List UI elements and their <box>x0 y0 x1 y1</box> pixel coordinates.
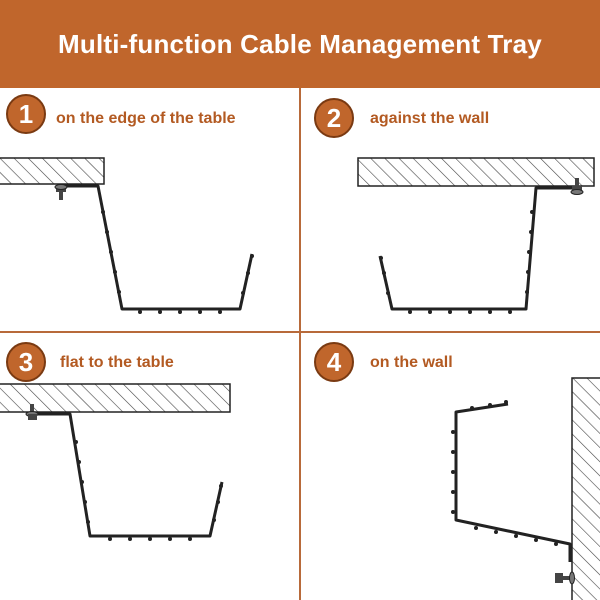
screw-icon <box>555 571 575 585</box>
step-badge-4: 4 <box>314 342 354 382</box>
step-label-2: against the wall <box>370 110 490 127</box>
tray-mounting-holes <box>74 440 223 541</box>
panel-on-the-wall: 4 on the wall <box>300 332 600 600</box>
step-badge-2: 2 <box>314 98 354 138</box>
tray-flat-to-table-illustration <box>0 383 231 541</box>
panel-divider-horizontal <box>0 331 600 333</box>
tray-edge-of-table-illustration <box>0 157 254 314</box>
screw-icon <box>25 404 39 420</box>
tray-against-wall-illustration <box>357 157 595 314</box>
wall <box>571 377 600 600</box>
tray-on-wall-illustration <box>451 377 600 600</box>
screw-icon <box>54 184 68 200</box>
tray-mounting-holes <box>101 210 254 314</box>
step-label-3: flat to the table <box>60 354 174 371</box>
panel-edge-of-table: 1 on the edge of the table <box>0 88 300 332</box>
page-title: Multi-function Cable Management Tray <box>58 28 542 59</box>
title-banner: Multi-function Cable Management Tray <box>0 0 600 88</box>
panel-against-the-wall: 2 against the wall <box>300 88 600 332</box>
table-top <box>0 383 231 413</box>
tray-mounting-holes <box>379 210 534 314</box>
step-label-1: on the edge of the table <box>56 110 236 127</box>
screw-icon <box>570 178 584 195</box>
tray-outline <box>58 184 254 311</box>
table-top <box>357 157 595 187</box>
panel-flat-to-table: 3 flat to the table <box>0 332 300 600</box>
panel-divider-vertical <box>299 88 301 600</box>
step-label-4: on the wall <box>370 354 453 371</box>
tray-mounting-holes <box>451 400 558 546</box>
table-top <box>0 157 105 185</box>
tray-outline <box>454 402 572 562</box>
tray-outline <box>30 412 224 538</box>
tray-outline <box>378 186 580 311</box>
step-badge-1: 1 <box>6 94 46 134</box>
step-badge-3: 3 <box>6 342 46 382</box>
